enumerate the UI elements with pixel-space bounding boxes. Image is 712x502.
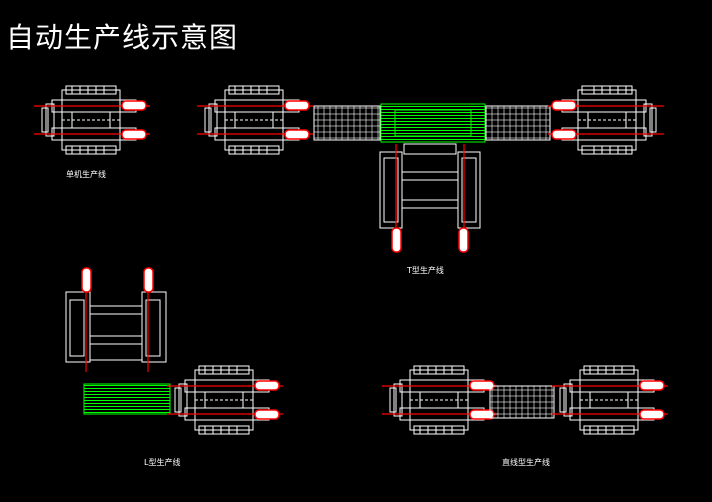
straight-line-conveyor <box>489 385 555 419</box>
t-line-down-branch <box>379 143 481 253</box>
label-straight-line: 直线型生产线 <box>502 458 550 467</box>
diagram-title: 自动生产线示意图 <box>6 21 239 54</box>
t-line-left-press <box>196 85 314 155</box>
straight-line-right-press <box>551 365 669 435</box>
single-machine-line <box>33 85 151 155</box>
straight-line-left-press <box>381 365 499 435</box>
t-line-right-press <box>547 85 665 155</box>
l-line-horizontal-press <box>166 365 284 435</box>
l-line-vertical-press <box>65 267 167 372</box>
t-line-left-conveyor <box>313 105 381 141</box>
label-l-type-line: L型生产线 <box>144 458 181 467</box>
label-t-type-line: T型生产线 <box>407 266 444 275</box>
label-single-machine-line: 单机生产线 <box>66 170 106 179</box>
l-line-green-table <box>83 383 171 415</box>
t-line-right-conveyor <box>485 105 551 141</box>
